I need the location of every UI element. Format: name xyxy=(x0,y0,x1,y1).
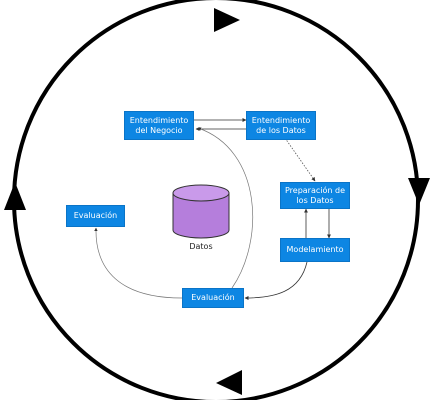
node-business-understanding[interactable]: Entendimiento del Negocio xyxy=(124,111,194,140)
connector-eval-to-evalleft xyxy=(94,227,183,299)
node-evaluation-bottom[interactable]: Evaluación xyxy=(182,288,244,308)
database-cylinder-icon xyxy=(172,184,230,239)
cycle-arrow-top-icon xyxy=(214,8,240,32)
node-modeling[interactable]: Modelamiento xyxy=(280,238,350,262)
connector-eval-to-business xyxy=(197,127,254,289)
node-data-understanding[interactable]: Entendimiento de los Datos xyxy=(246,111,316,140)
connector-data-to-prep xyxy=(284,137,316,182)
node-data-preparation[interactable]: Preparación de los Datos xyxy=(280,182,350,209)
connector-model-to-eval xyxy=(244,261,308,300)
cycle-arrow-bottom-icon xyxy=(216,370,242,395)
center-label: Datos xyxy=(189,242,213,251)
cycle-arrow-right-icon xyxy=(408,178,430,205)
node-evaluation-left[interactable]: Evaluación xyxy=(66,205,125,227)
cycle-arrow-left-icon xyxy=(4,182,26,210)
